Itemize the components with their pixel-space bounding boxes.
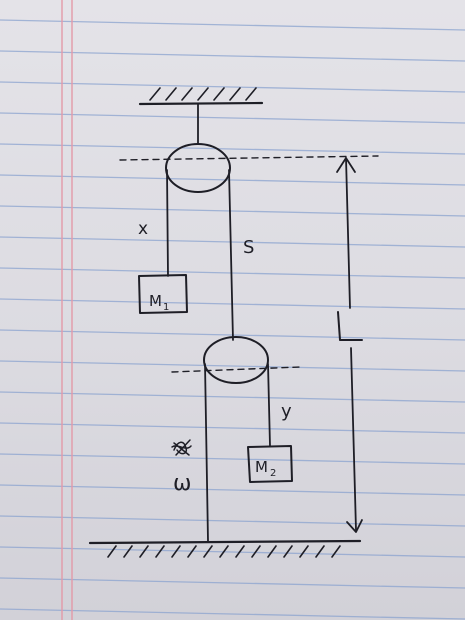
scribble-mark	[171, 439, 192, 456]
ruled-line	[0, 267, 465, 279]
top-reference-line	[119, 155, 379, 161]
rope-w-segment	[204, 363, 209, 542]
ruled-line	[0, 515, 465, 527]
mass-m1: M 1	[138, 274, 188, 314]
ruled-line	[0, 577, 465, 589]
ruled-line	[0, 422, 465, 434]
ruled-line	[0, 81, 465, 93]
mass-m1-subscript: 1	[163, 302, 169, 313]
ruled-line	[0, 50, 465, 62]
ruled-line	[0, 453, 465, 465]
label-l-text: L	[0, 0, 1, 1]
ruled-line	[0, 19, 465, 31]
length-l-arrow	[336, 157, 363, 533]
ruled-line	[0, 360, 465, 372]
label-s: S	[243, 237, 254, 258]
lower-pulley	[203, 336, 269, 384]
ceiling	[138, 87, 264, 106]
mass-m2-label: M	[255, 458, 268, 476]
ruled-line	[0, 143, 465, 155]
ruled-line	[0, 205, 465, 217]
ruled-line	[0, 484, 465, 496]
label-l	[337, 311, 363, 341]
rope-x-segment	[166, 169, 169, 277]
label-x: x	[138, 219, 148, 239]
label-y: y	[281, 401, 292, 422]
top-pulley	[165, 143, 231, 193]
ruled-line	[0, 608, 465, 620]
mass-m2-subscript: 2	[270, 468, 276, 479]
label-w: ω	[173, 471, 191, 496]
ruled-line	[0, 236, 465, 248]
floor	[88, 539, 362, 558]
mass-m2: M 2	[247, 445, 293, 483]
ruled-line	[0, 174, 465, 186]
ruled-line	[0, 112, 465, 124]
mass-m1-label: M	[149, 292, 162, 310]
rope-s-segment	[228, 169, 234, 341]
rope-y-segment	[267, 363, 271, 447]
ruled-line	[0, 546, 465, 558]
lower-reference-line	[171, 366, 301, 373]
ruled-line	[0, 391, 465, 403]
